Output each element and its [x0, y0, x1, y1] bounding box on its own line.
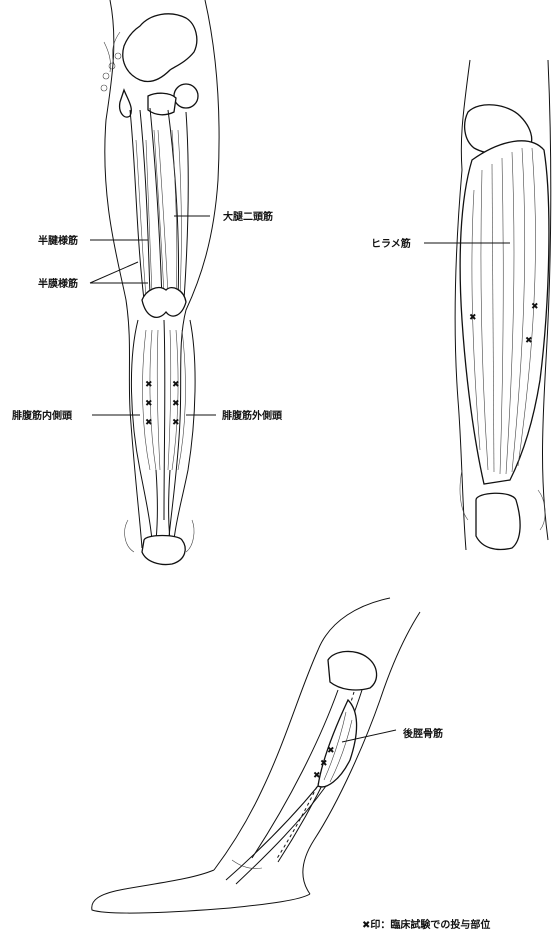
tibialis-posterior-muscle: [318, 700, 357, 787]
lateral-leg-figure: 後脛骨筋 ✖ ✖ ✖: [92, 598, 443, 913]
injection-mark: ✖: [531, 302, 539, 312]
posterior-leg-figure: 半腱様筋 大腿二頭筋 半膜様筋 腓腹筋内側頭 腓腹筋外側頭 ✖ ✖ ✖ ✖ ✖ …: [12, 0, 283, 565]
injection-mark: ✖: [320, 759, 328, 769]
injection-mark: ✖: [327, 746, 335, 756]
injection-mark: ✖: [469, 313, 477, 323]
label-biceps-femoris: 大腿二頭筋: [223, 210, 273, 223]
label-soleus: ヒラメ筋: [371, 237, 411, 250]
pelvis: [123, 14, 197, 82]
heel: [142, 536, 185, 565]
label-gastrocnemius-medial: 腓腹筋内側頭: [12, 409, 73, 422]
tibia-head: [328, 651, 377, 690]
injection-mark: ✖: [313, 771, 321, 781]
injection-mark: ✖: [525, 336, 533, 346]
injection-mark: ✖: [145, 418, 153, 428]
label-gastrocnemius-lateral: 腓腹筋外側頭: [222, 409, 283, 422]
injection-mark: ✖: [145, 380, 153, 390]
heel: [476, 493, 520, 549]
legend-text: ✖印：臨床試験での投与部位: [362, 918, 490, 931]
label-semimembranosus: 半膜様筋: [38, 277, 78, 290]
label-tibialis-posterior: 後脛骨筋: [403, 727, 443, 740]
soleus-leg-figure: ヒラメ筋 ✖ ✖ ✖: [371, 60, 551, 550]
femoral-head: [174, 84, 198, 108]
injection-mark: ✖: [172, 380, 180, 390]
injection-mark: ✖: [172, 418, 180, 428]
knee: [142, 288, 186, 318]
injection-mark: ✖: [172, 399, 180, 409]
sacrum: [120, 90, 132, 117]
label-semitendinosus: 半腱様筋: [38, 234, 78, 247]
injection-mark: ✖: [145, 399, 153, 409]
